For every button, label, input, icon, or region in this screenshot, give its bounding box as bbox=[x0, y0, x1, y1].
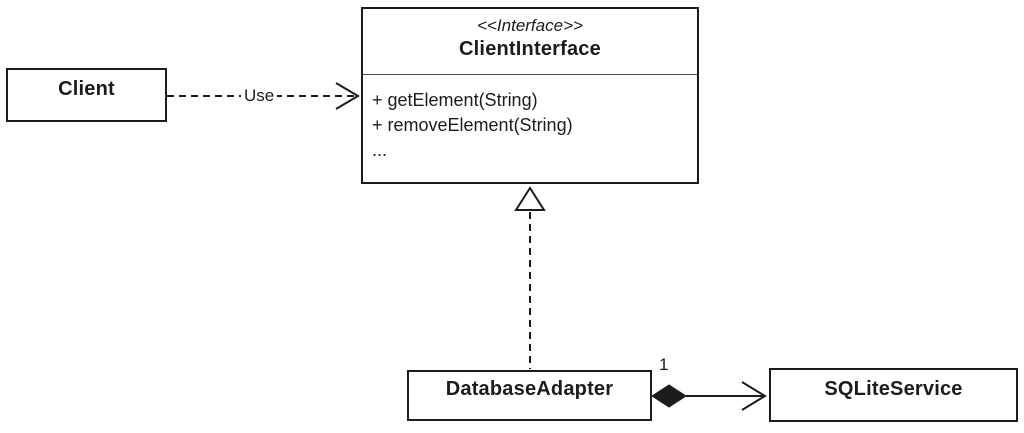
class-name-client-interface: ClientInterface bbox=[459, 38, 601, 60]
methods-compartment: + getElement(String) + removeElement(Str… bbox=[363, 75, 697, 163]
class-box-client: Client bbox=[6, 68, 167, 122]
method-item: + removeElement(String) bbox=[372, 115, 573, 135]
use-dependency-label: Use bbox=[241, 87, 278, 104]
class-name-sqlite-service: SQLiteService bbox=[824, 378, 963, 400]
class-name-database-adapter: DatabaseAdapter bbox=[445, 378, 614, 400]
class-box-sqlite-service: SQLiteService bbox=[769, 368, 1018, 422]
realization-triangle-icon bbox=[514, 186, 546, 211]
method-item: ... bbox=[372, 140, 388, 160]
stereotype-label: <<Interface>> bbox=[477, 16, 583, 35]
composition-arrowhead-icon bbox=[741, 381, 767, 411]
method-item: + getElement(String) bbox=[372, 90, 538, 110]
class-name-client: Client bbox=[58, 78, 115, 100]
composition-multiplicity-label: 1 bbox=[659, 355, 669, 374]
use-dependency-arrowhead-icon bbox=[335, 82, 360, 110]
class-header: <<Interface>> ClientInterface bbox=[363, 9, 697, 75]
composition-diamond-icon bbox=[651, 384, 687, 408]
class-box-client-interface: <<Interface>> ClientInterface + getEleme… bbox=[361, 7, 699, 184]
class-box-database-adapter: DatabaseAdapter bbox=[407, 370, 652, 421]
